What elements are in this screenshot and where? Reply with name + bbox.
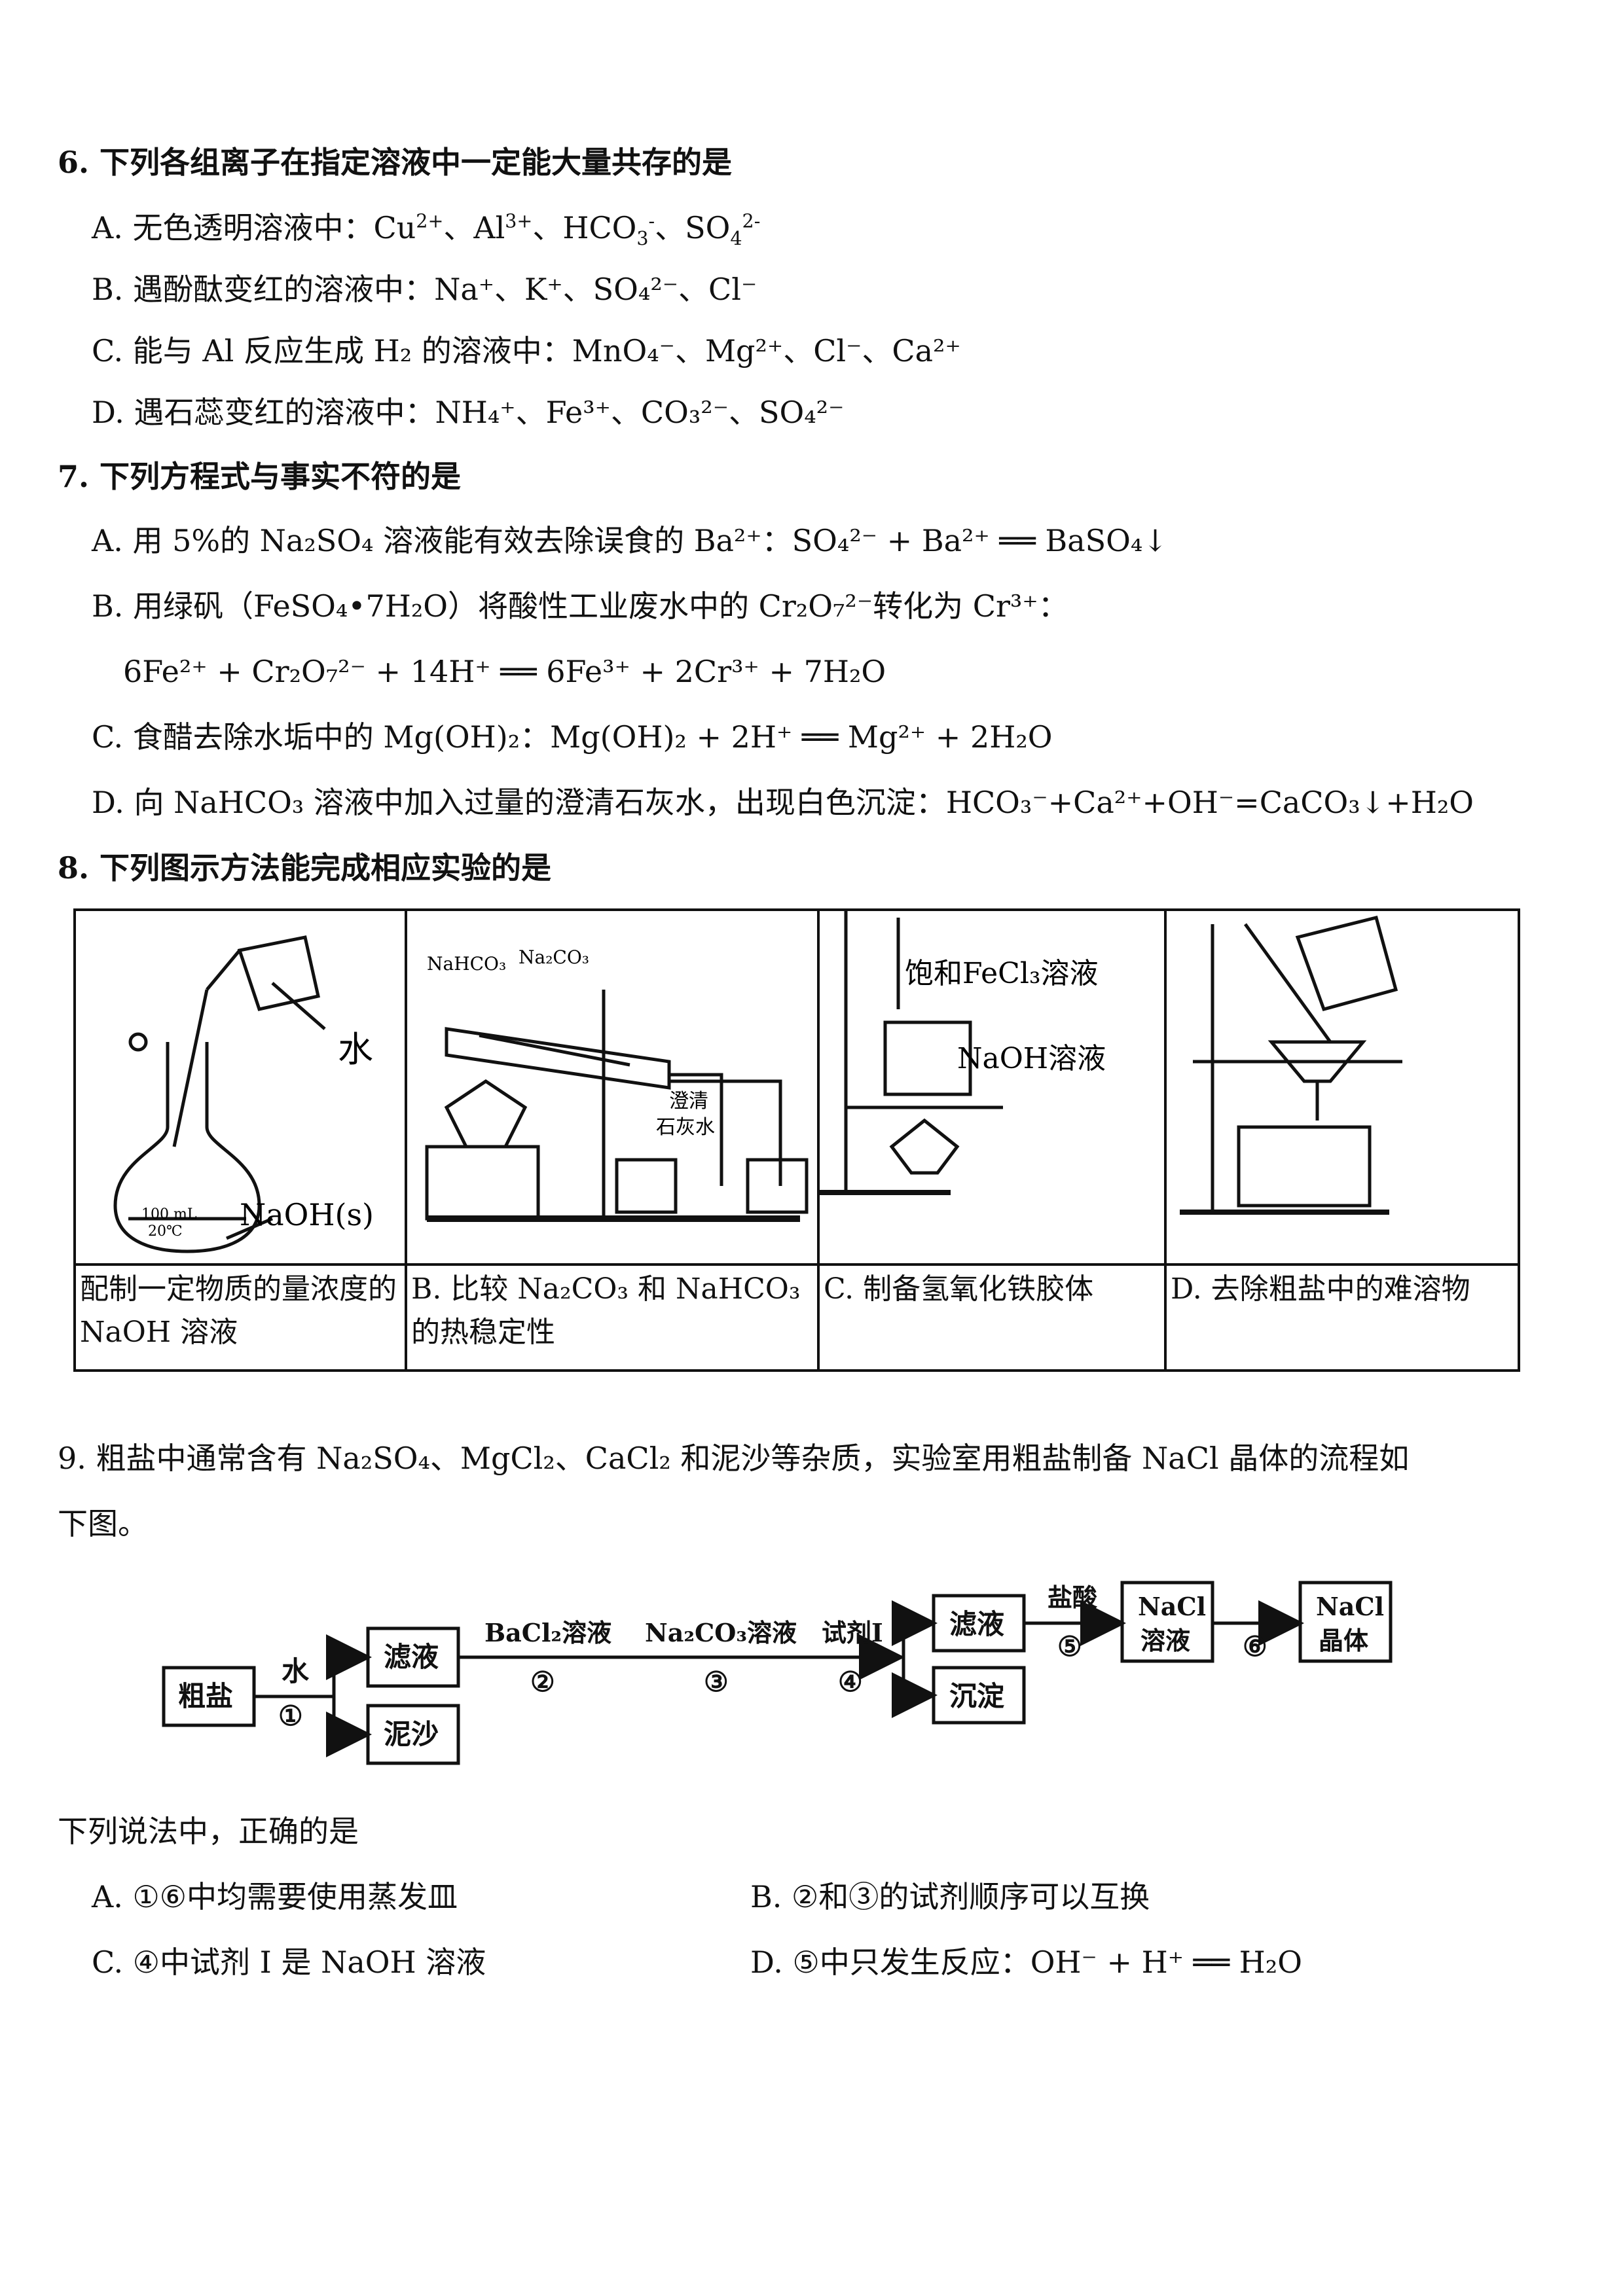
flow-step6: ⑥ — [1243, 1630, 1267, 1662]
flow-bacl2: BaCl₂溶液 — [484, 1618, 611, 1647]
flow-filtrate1: 滤液 — [384, 1641, 439, 1673]
flow-step4: ④ — [838, 1666, 863, 1698]
q8-d-diagram — [1180, 915, 1402, 1215]
q8-c-diagram: 饱和FeCl₃溶液 NaOH溶液 — [820, 911, 1106, 1195]
q8-row-divider — [76, 1263, 1518, 1266]
q6-option-d-label: D. 遇石蕊变红的溶液中： — [92, 395, 435, 430]
flow-reagent-i: 试剂I — [822, 1618, 883, 1647]
flow-sand: 泥沙 — [384, 1718, 439, 1750]
flow-filtrate2: 滤液 — [949, 1608, 1004, 1640]
q6-option-c-label: C. 能与 Al 反应生成 H₂ 的溶液中： — [92, 333, 572, 368]
q8-a-water-label: 水 — [338, 1029, 373, 1070]
q6-option-a-label: A. 无色透明溶液中： — [92, 210, 374, 245]
q6-option-b-ions: Na⁺、K⁺、SO₄²⁻、Cl⁻ — [434, 272, 757, 307]
flow-na2co3: Na₂CO₃溶液 — [645, 1618, 797, 1647]
q8-c-fecl3-label: 饱和FeCl₃溶液 — [905, 957, 1099, 990]
flow-hcl: 盐酸 — [1048, 1583, 1098, 1612]
q9-stem-line2: 下图。 — [58, 1506, 148, 1541]
flow-step2: ② — [530, 1666, 555, 1698]
q6-option-b-label: B. 遇酚酞变红的溶液中： — [92, 272, 435, 307]
q8-b-caption: B. 比较 Na₂CO₃ 和 NaHCO₃ 的热稳定性 — [411, 1272, 801, 1349]
q9-option-c: C. ④中试剂 I 是 NaOH 溶液 — [92, 1945, 486, 1980]
q6-option-c-ions: MnO₄⁻、Mg²⁺、Cl⁻、Ca²⁺ — [572, 333, 961, 368]
q8-a-flask-label2: 20℃ — [148, 1223, 183, 1240]
q7-option-a: A. 用 5%的 Na₂SO₄ 溶液能有效去除误食的 Ba²⁺：SO₄²⁻ + … — [92, 523, 1168, 558]
q9-stem-line1: 9. 粗盐中通常含有 Na₂SO₄、MgCl₂、CaCl₂ 和泥沙等杂质，实验室… — [58, 1441, 1410, 1476]
q8-b-na2co3-label: Na₂CO₃ — [519, 946, 589, 968]
q6-option-a-ions: Cu2+、Al3+、HCO3-、SO42- — [373, 210, 761, 250]
flow-nacl-solution-1: NaCl — [1138, 1592, 1206, 1621]
q8-a-diagram: 水 100 mL 20℃ NaOH(s) — [113, 935, 374, 1253]
q8-b-nahco3-label: NaHCO₃ — [427, 953, 506, 975]
q7-option-b-line1: B. 用绿矾（FeSO₄•7H₂O）将酸性工业废水中的 Cr₂O₇²⁻转化为 C… — [92, 588, 1068, 624]
q7-stem: 7. 下列方程式与事实不符的是 — [58, 459, 462, 494]
q8-c-caption: C. 制备氢氧化铁胶体 — [824, 1272, 1094, 1306]
q8-d-caption: D. 去除粗盐中的难溶物 — [1171, 1272, 1470, 1306]
flow-precipitate: 沉淀 — [949, 1680, 1004, 1712]
q8-cell-c — [820, 911, 1167, 1369]
flow-step5: ⑤ — [1057, 1630, 1082, 1662]
flow-nacl-crystal-1: NaCl — [1316, 1592, 1384, 1621]
flow-crude-salt: 粗盐 — [178, 1680, 233, 1712]
q6-option-a: A. 无色透明溶液中：Cu2+、Al3+、HCO3-、SO42- — [92, 208, 761, 250]
q9-question: 下列说法中，正确的是 — [58, 1814, 359, 1849]
q8-b-lime-label1: 澄清 — [669, 1090, 708, 1113]
flow-step3: ③ — [704, 1666, 729, 1698]
q6-option-b: B. 遇酚酞变红的溶液中：Na⁺、K⁺、SO₄²⁻、Cl⁻ — [92, 270, 757, 309]
flow-nacl-solution-2: 溶液 — [1140, 1626, 1190, 1655]
q6-stem: 6. 下列各组离子在指定溶液中一定能大量共存的是 — [58, 145, 733, 180]
flow-water: 水 — [282, 1655, 310, 1687]
q8-a-naoh-label: NaOH(s) — [240, 1197, 374, 1232]
q7-option-d: D. 向 NaHCO₃ 溶液中加入过量的澄清石灰水，出现白色沉淀：HCO₃⁻+C… — [92, 785, 1474, 820]
q8-cell-b — [407, 911, 820, 1369]
q7-option-c: C. 食醋去除水垢中的 Mg(OH)₂：Mg(OH)₂ + 2H⁺ ══ Mg²… — [92, 719, 1053, 755]
q6-option-d-ions: NH₄⁺、Fe³⁺、CO₃²⁻、SO₄²⁻ — [435, 395, 845, 430]
q6-option-d: D. 遇石蕊变红的溶液中：NH₄⁺、Fe³⁺、CO₃²⁻、SO₄²⁻ — [92, 393, 844, 432]
q7-option-b-line2: 6Fe²⁺ + Cr₂O₇²⁻ + 14H⁺ ══ 6Fe³⁺ + 2Cr³⁺ … — [123, 654, 886, 689]
q8-figure-table: 水 100 mL 20℃ NaOH(s) NaHCO₃ Na₂CO₃ 澄清 石灰… — [73, 908, 1520, 1372]
q8-c-naoh-label: NaOH溶液 — [957, 1042, 1106, 1075]
q9-option-b: B. ②和③的试剂顺序可以互换 — [750, 1879, 1150, 1914]
q8-cell-a — [76, 911, 407, 1369]
q6-option-c: C. 能与 Al 反应生成 H₂ 的溶液中：MnO₄⁻、Mg²⁺、Cl⁻、Ca²… — [92, 331, 961, 370]
flow-nacl-crystal-2: 晶体 — [1319, 1626, 1368, 1655]
flow-step1: ① — [278, 1700, 303, 1732]
q8-b-lime-label2: 石灰水 — [656, 1116, 715, 1139]
q8-a-flask-label1: 100 mL — [141, 1206, 197, 1223]
q8-stem: 8. 下列图示方法能完成相应实验的是 — [58, 850, 552, 886]
q8-a-caption: 配制一定物质的量浓度的 NaOH 溶液 — [80, 1272, 397, 1349]
q9-option-d: D. ⑤中只发生反应：OH⁻ + H⁺ ══ H₂O — [750, 1945, 1302, 1980]
q9-option-a: A. ①⑥中均需要使用蒸发皿 — [92, 1879, 458, 1914]
q8-b-diagram: NaHCO₃ Na₂CO₃ 澄清 石灰水 — [425, 946, 809, 1222]
